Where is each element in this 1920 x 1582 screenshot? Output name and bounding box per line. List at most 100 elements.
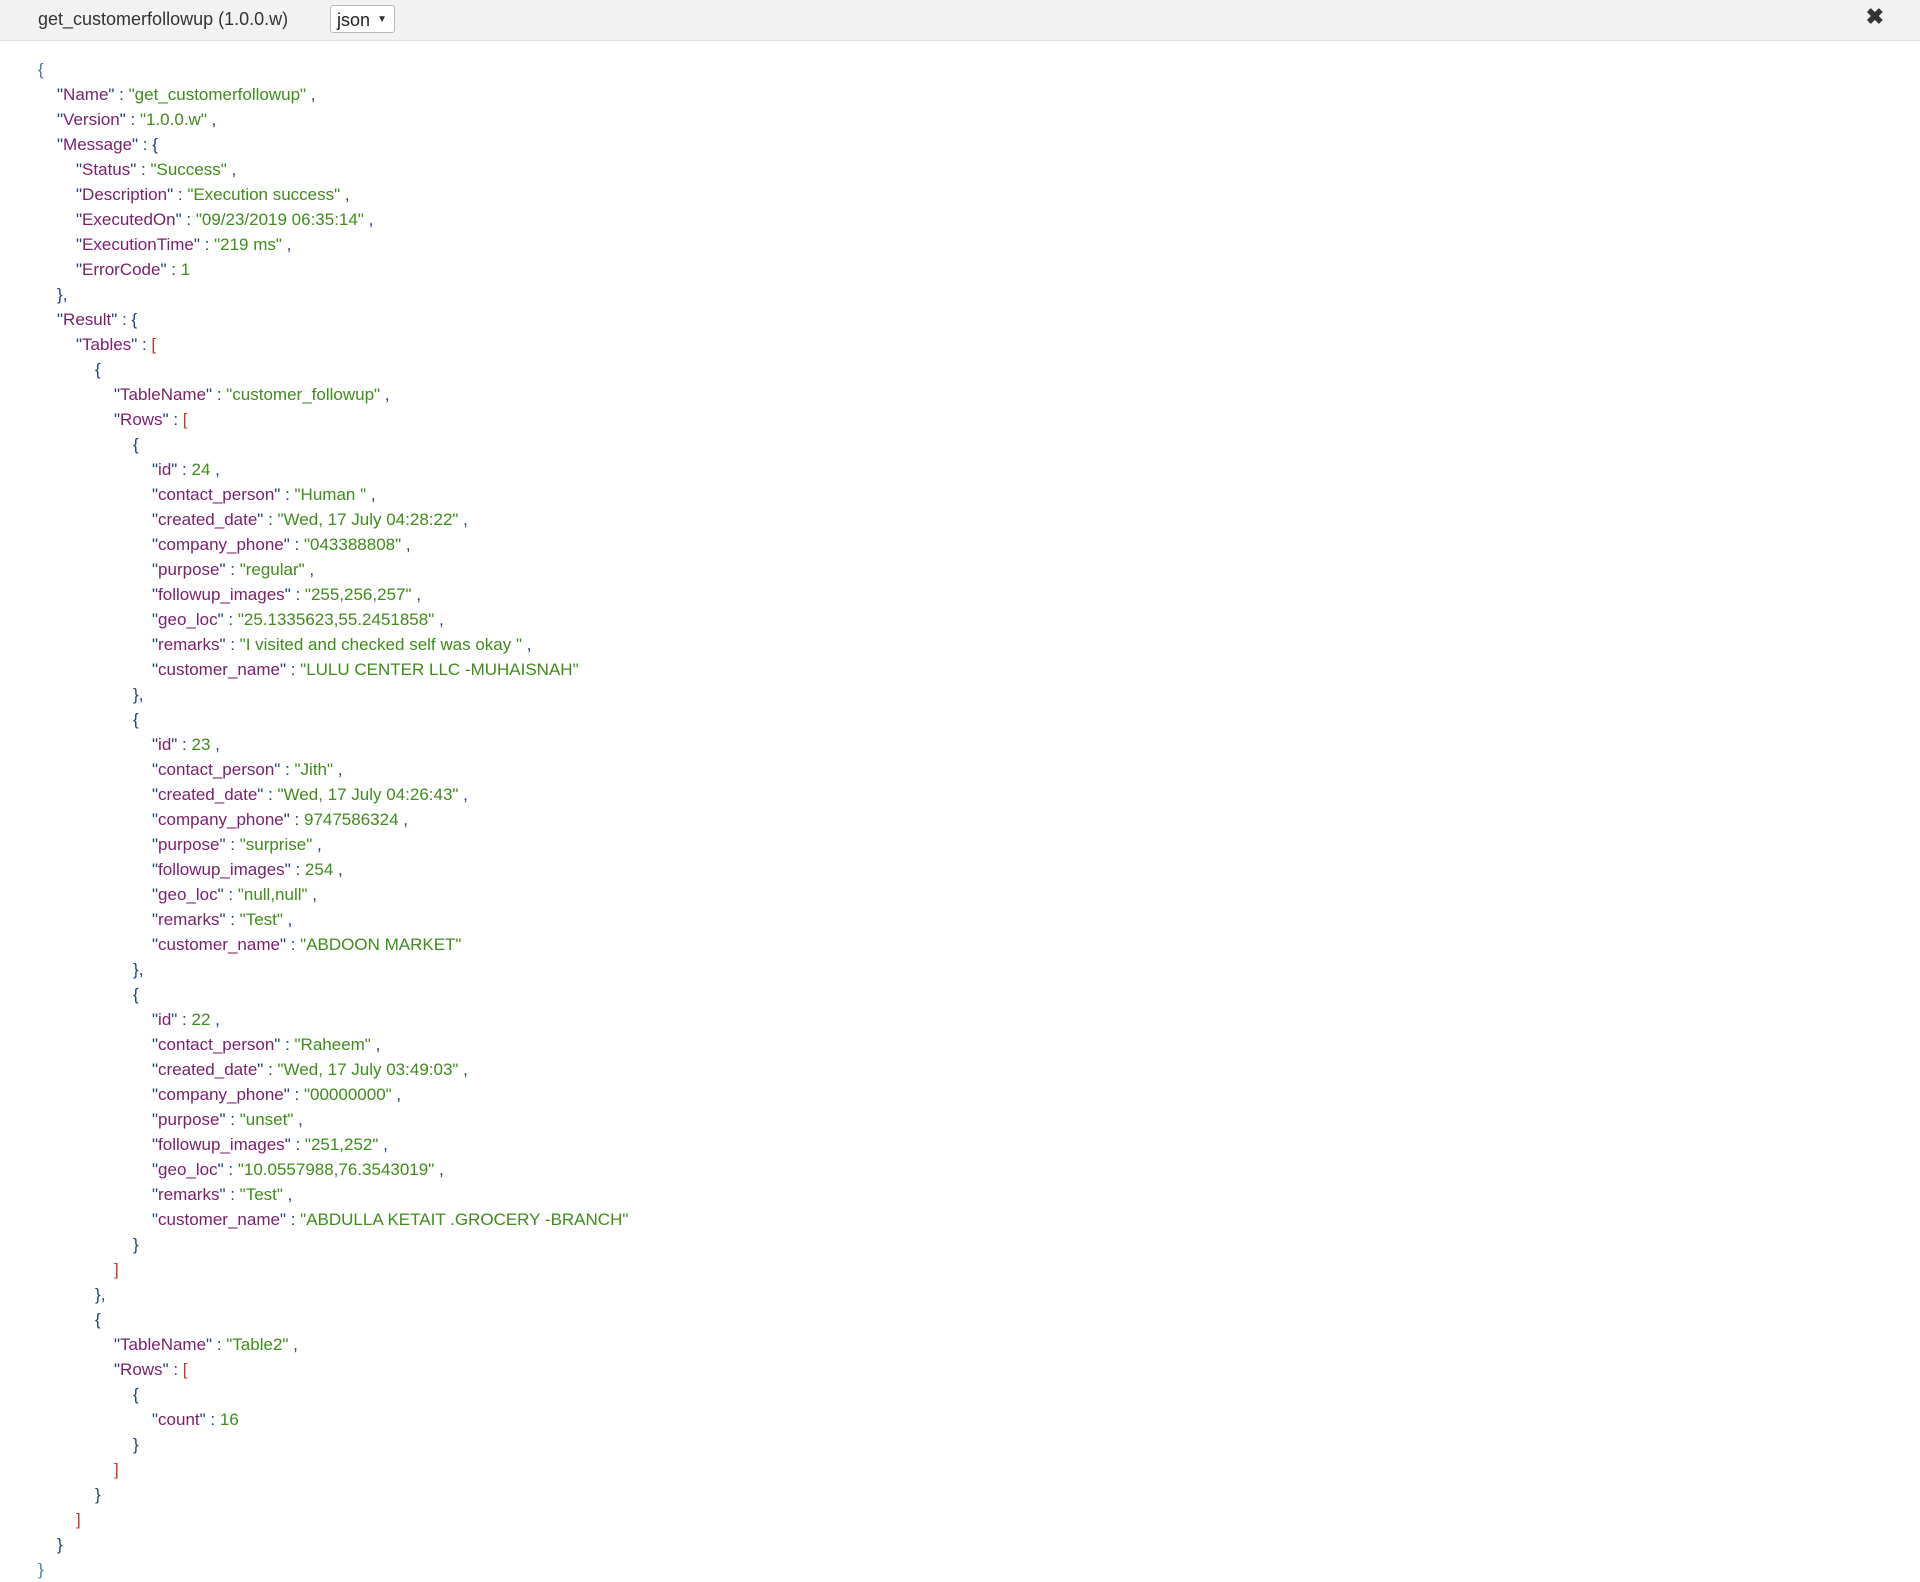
json-string-value: "Table2" xyxy=(226,1335,289,1354)
json-colon: : xyxy=(181,210,196,229)
json-line: "company_phone" : "00000000" , xyxy=(38,1082,628,1107)
json-line: }, xyxy=(38,957,628,982)
json-quote: " xyxy=(152,485,159,504)
json-quote: " xyxy=(217,610,224,629)
json-comma: , xyxy=(380,385,390,404)
json-colon: : xyxy=(138,135,153,154)
json-quote: " xyxy=(76,335,83,354)
json-quote: " xyxy=(152,1210,159,1229)
json-key: created_date xyxy=(158,1060,258,1079)
json-key: purpose xyxy=(158,1110,220,1129)
json-line: "geo_loc" : "25.1335623,55.2451858" , xyxy=(38,607,628,632)
json-quote: " xyxy=(219,635,226,654)
json-quote: " xyxy=(279,660,286,679)
json-line: } xyxy=(38,1557,628,1582)
json-brace-close: } xyxy=(133,1435,139,1454)
json-quote: " xyxy=(114,1360,121,1379)
json-string-value: "ABDULLA KETAIT .GROCERY -BRANCH" xyxy=(300,1210,629,1229)
json-key: Version xyxy=(63,110,120,129)
json-brace-open: { xyxy=(131,310,138,329)
json-string-value: "00000000" xyxy=(303,1085,392,1104)
json-quote: " xyxy=(175,210,182,229)
json-line: "remarks" : "Test" , xyxy=(38,907,628,932)
format-select[interactable]: json ▼ xyxy=(330,5,395,33)
json-string-value: "Jith" xyxy=(294,760,334,779)
json-line: "id" : 23 , xyxy=(38,732,628,757)
json-quote: " xyxy=(193,235,200,254)
json-comma: , xyxy=(281,235,292,254)
json-quote: " xyxy=(152,760,159,779)
json-bracket-close: ] xyxy=(76,1510,81,1529)
json-comma: , xyxy=(288,1335,298,1354)
json-colon: : xyxy=(136,160,151,179)
json-line: "customer_name" : "LULU CENTER LLC -MUHA… xyxy=(38,657,628,682)
json-key: purpose xyxy=(158,560,220,579)
json-key: customer_name xyxy=(158,660,280,679)
json-line: "purpose" : "regular" , xyxy=(38,557,628,582)
json-quote: " xyxy=(152,1085,159,1104)
json-comma: , xyxy=(210,460,220,479)
json-brace-open: { xyxy=(133,710,139,729)
json-key: Status xyxy=(82,160,131,179)
json-colon: : xyxy=(263,510,278,529)
json-line: "contact_person" : "Raheem" , xyxy=(38,1032,628,1057)
json-comma: , xyxy=(411,585,421,604)
json-brace-open: { xyxy=(133,985,139,1004)
format-select-value: json xyxy=(337,10,371,30)
json-line: { xyxy=(38,57,628,82)
json-comma: , xyxy=(434,1160,444,1179)
json-key: contact_person xyxy=(158,485,275,504)
json-colon: : xyxy=(205,1410,220,1429)
json-key: followup_images xyxy=(158,1135,285,1154)
json-colon: : xyxy=(225,560,240,579)
json-line: ] xyxy=(38,1257,628,1282)
json-comma: , xyxy=(62,285,68,304)
json-quote: " xyxy=(57,135,64,154)
json-line: "customer_name" : "ABDOON MARKET" xyxy=(38,932,628,957)
json-quote: " xyxy=(152,560,159,579)
json-colon: : xyxy=(263,1060,278,1079)
json-brace-close: } xyxy=(38,1560,44,1579)
json-comma: , xyxy=(307,885,317,904)
json-bracket-open: [ xyxy=(182,1360,188,1379)
json-line: "contact_person" : "Human " , xyxy=(38,482,628,507)
json-brace-open: { xyxy=(152,135,158,154)
json-key: company_phone xyxy=(158,1085,284,1104)
json-string-value: "ABDOON MARKET" xyxy=(300,935,462,954)
json-quote: " xyxy=(152,835,159,854)
json-comma: , xyxy=(333,760,343,779)
json-colon: : xyxy=(137,335,152,354)
json-comma: , xyxy=(293,1110,303,1129)
json-string-value: "regular" xyxy=(239,560,305,579)
json-quote: " xyxy=(76,260,83,279)
json-string-value: "Execution success" xyxy=(187,185,341,204)
json-bracket-close: ] xyxy=(114,1260,119,1279)
json-quote: " xyxy=(217,885,224,904)
json-quote: " xyxy=(152,735,159,754)
json-string-value: "255,256,257" xyxy=(304,585,412,604)
json-line: "ExecutionTime" : "219 ms" , xyxy=(38,232,628,257)
json-comma: , xyxy=(522,635,532,654)
close-icon[interactable]: ✖ xyxy=(1865,4,1884,29)
json-line: "Rows" : [ xyxy=(38,407,628,432)
json-comma: , xyxy=(458,1060,468,1079)
json-colon: : xyxy=(225,835,240,854)
json-colon: : xyxy=(280,1035,295,1054)
json-comma: , xyxy=(458,510,468,529)
json-colon: : xyxy=(285,1210,301,1229)
json-line: "customer_name" : "ABDULLA KETAIT .GROCE… xyxy=(38,1207,628,1232)
json-quote: " xyxy=(162,1360,169,1379)
json-colon: : xyxy=(225,910,240,929)
json-quote: " xyxy=(206,385,213,404)
json-quote: " xyxy=(152,535,159,554)
json-key: TableName xyxy=(120,385,207,404)
json-colon: : xyxy=(223,1160,238,1179)
json-key: Rows xyxy=(120,410,163,429)
json-key: id xyxy=(158,1010,172,1029)
json-comma: , xyxy=(304,560,315,579)
json-line: "followup_images" : 254 , xyxy=(38,857,628,882)
json-key: Message xyxy=(63,135,133,154)
json-string-value: "get_customerfollowup" xyxy=(128,85,307,104)
json-quote: " xyxy=(219,835,226,854)
json-string-value: "1.0.0.w" xyxy=(139,110,207,129)
